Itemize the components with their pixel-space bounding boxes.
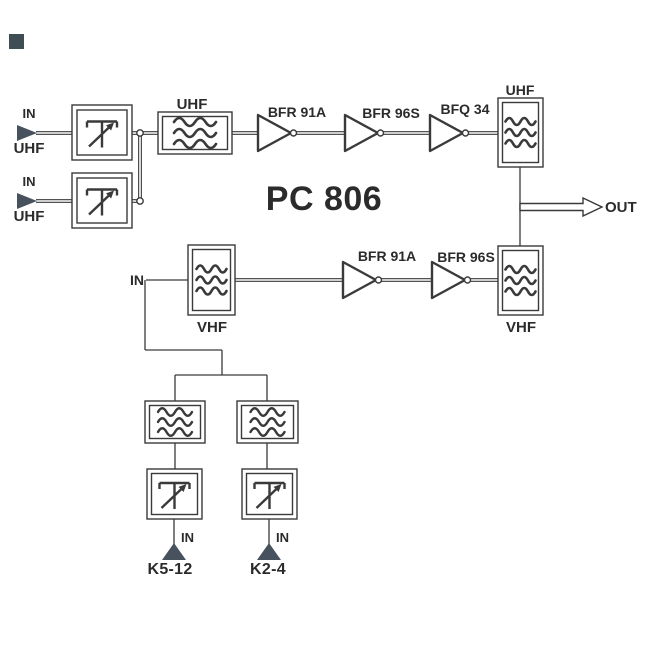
vhf-amp2-label: BFR 96S	[437, 249, 495, 265]
uhf-amp3-label: BFQ 34	[440, 101, 490, 117]
uhf2-band-label: UHF	[13, 208, 45, 225]
k24-input-triangle-icon	[257, 543, 281, 560]
double-wires	[36, 131, 498, 282]
out-arrow-icon	[519, 196, 604, 218]
junction-node-2	[136, 197, 144, 205]
uhf1-in-label: IN	[22, 106, 36, 121]
uhf-amp-stage2	[343, 113, 385, 153]
uhf-filter-left-label: UHF	[176, 96, 208, 113]
uhf2-in-label: IN	[22, 174, 36, 189]
uhf-amp-stage1	[256, 113, 298, 153]
vhf-in-label: IN	[130, 272, 144, 288]
uhf-amp2-label: BFR 96S	[362, 105, 420, 121]
uhf1-input-triangle-icon	[17, 125, 37, 141]
uhf2-attenuator-box	[71, 172, 133, 229]
vhf-amp1-label: BFR 91A	[357, 248, 417, 264]
vhf-amp-stage1	[341, 260, 383, 300]
k512-channel-label: K5-12	[147, 561, 193, 578]
vhf-filter-right-label: VHF	[506, 319, 536, 336]
uhf1-band-label: UHF	[13, 140, 45, 157]
k24-channel-label: K2-4	[250, 561, 286, 578]
page-title: PC 806	[265, 180, 383, 218]
vhf-amp-stage2	[430, 260, 472, 300]
k512-in-label: IN	[181, 530, 194, 545]
k512-input-triangle-icon	[162, 543, 186, 560]
junction-node-1	[136, 129, 144, 137]
uhf-filter-right-label: UHF	[505, 82, 535, 98]
out-label: OUT	[605, 199, 637, 216]
corner-marker	[9, 34, 24, 49]
uhf-amp-stage3	[428, 113, 470, 153]
uhf-amp1-label: BFR 91A	[267, 104, 327, 120]
uhf2-input-triangle-icon	[17, 193, 37, 209]
k24-in-label: IN	[276, 530, 289, 545]
vhf-filter-left-label: VHF	[197, 319, 227, 336]
